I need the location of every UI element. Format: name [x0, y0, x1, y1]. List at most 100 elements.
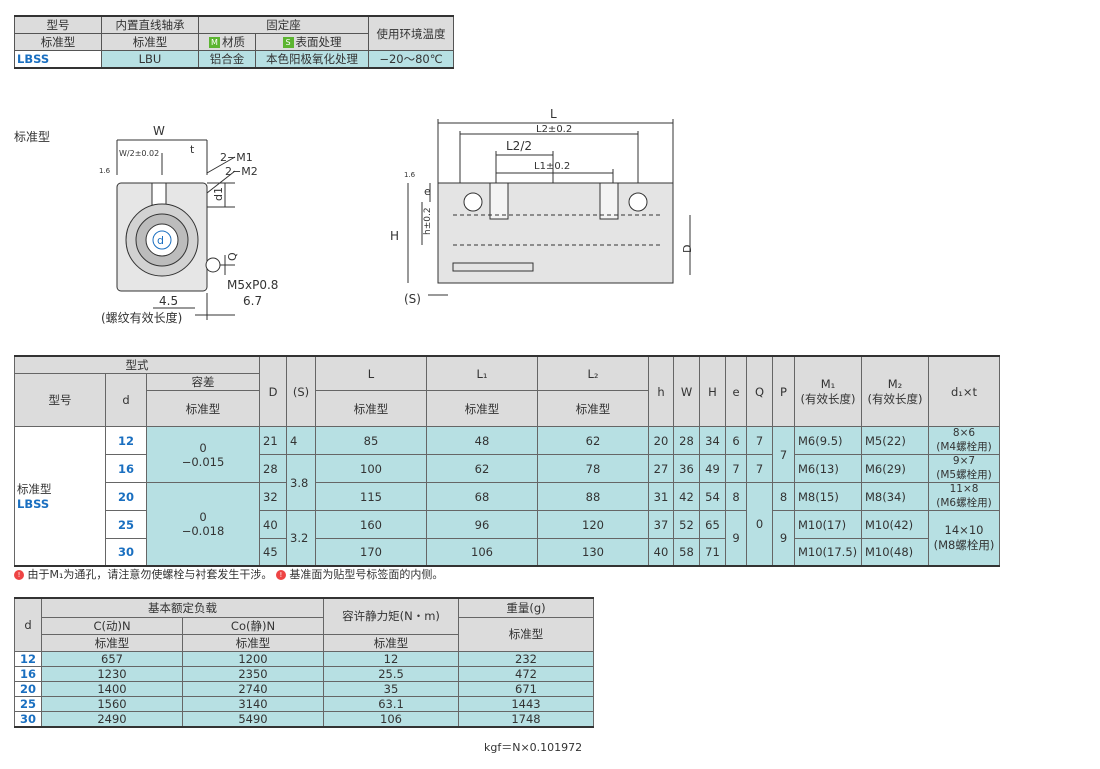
header-e: e — [725, 355, 747, 427]
load-torque: 63.1 — [323, 695, 459, 712]
row-e: 7 — [725, 454, 747, 483]
dim-M1: 2−M1 — [220, 151, 253, 164]
row-L1: 48 — [426, 426, 538, 455]
load-weight: 1443 — [458, 695, 594, 712]
row-e: 6 — [725, 426, 747, 455]
row-M2: M10(42) — [861, 510, 929, 539]
header-bearing: 内置直线轴承 — [101, 15, 199, 34]
row-L: 160 — [315, 510, 427, 539]
header-temp: 使用环境温度 — [368, 15, 454, 51]
row-d1t: 11×8(M6螺栓用) — [928, 482, 1000, 511]
row-W: 58 — [673, 538, 700, 566]
row-L2: 62 — [537, 426, 649, 455]
temp-value: −20～80℃ — [368, 50, 454, 69]
load-C0: 1200 — [182, 650, 324, 667]
header-torque-std: 标准型 — [323, 633, 459, 652]
note-line: ! 由于M₁为通孔，请注意勿使螺栓与衬套发生干涉。 ! 基准面为贴型号标签面的内… — [14, 566, 443, 582]
row-M1: M10(17) — [794, 510, 862, 539]
row-e: 8 — [725, 482, 747, 511]
row-M2: M8(34) — [861, 482, 929, 511]
dim-S: (S) — [404, 292, 421, 306]
header-L1-std: 标准型 — [426, 390, 538, 427]
surface-value: 本色阳极氧化处理 — [255, 50, 369, 69]
row-Q: 7 — [746, 454, 773, 483]
kgf-conversion: kgf＝N×0.101972 — [484, 741, 583, 754]
row-e: 9 — [725, 510, 747, 566]
row-L: 170 — [315, 538, 427, 566]
row-H: 65 — [699, 510, 726, 539]
row-W: 36 — [673, 454, 700, 483]
row-h: 37 — [648, 510, 674, 539]
row-D: 32 — [259, 482, 287, 511]
dim-M2: 2−M2 — [225, 165, 258, 178]
header-C0: Co(静)N — [182, 616, 324, 635]
header-C: C(动)N — [41, 616, 183, 635]
row-D: 45 — [259, 538, 287, 566]
dim-L2tol: L2±0.2 — [536, 124, 572, 135]
row-D: 21 — [259, 426, 287, 455]
row-P: 7 — [772, 426, 795, 483]
drawing-label: 标准型 — [14, 130, 51, 144]
row-L2: 88 — [537, 482, 649, 511]
tolerance-b: 0−0.018 — [146, 482, 260, 566]
load-d: 16 — [14, 665, 42, 682]
row-L1: 96 — [426, 510, 538, 539]
header-S: (S) — [286, 355, 316, 427]
load-weight: 671 — [458, 680, 594, 697]
dim-t: t — [190, 143, 195, 156]
row-M2: M6(29) — [861, 454, 929, 483]
row-W: 52 — [673, 510, 700, 539]
header-L-std: 标准型 — [315, 390, 427, 427]
load-C: 1230 — [41, 665, 183, 682]
load-C: 1400 — [41, 680, 183, 697]
row-H: 71 — [699, 538, 726, 566]
row-D: 40 — [259, 510, 287, 539]
row-D: 28 — [259, 454, 287, 483]
row-d: 12 — [105, 426, 147, 455]
row-d: 20 — [105, 482, 147, 511]
header-d1t: d₁×t — [928, 355, 1000, 427]
dim-D: D — [681, 245, 694, 253]
header-C0-std: 标准型 — [182, 633, 324, 652]
header-standard: 标准型 — [14, 33, 102, 51]
row-L1: 68 — [426, 482, 538, 511]
row-L: 115 — [315, 482, 427, 511]
load-torque: 106 — [323, 710, 459, 727]
header-fixed: 固定座 — [198, 15, 369, 34]
row-d: 16 — [105, 454, 147, 483]
header-Q: Q — [746, 355, 773, 427]
row-d: 25 — [105, 510, 147, 539]
dim-h: h±0.2 — [423, 207, 433, 235]
header-H: H — [699, 355, 726, 427]
row-L1: 62 — [426, 454, 538, 483]
header-P: P — [772, 355, 795, 427]
row-W: 28 — [673, 426, 700, 455]
side-view-drawing: L L2±0.2 L2/2 L1±0.2 H h±0.2 e D (S) 1.6 — [390, 107, 694, 306]
dimension-table: 型式 D (S) L L₁ L₂ h W H e Q P M₁(有效长度) M₂… — [14, 355, 1000, 567]
load-d: 20 — [14, 680, 42, 697]
row-M1: M6(13) — [794, 454, 862, 483]
row-L2: 130 — [537, 538, 649, 566]
load-weight: 1748 — [458, 710, 594, 727]
row-H: 49 — [699, 454, 726, 483]
roughness-2: 1.6 — [404, 171, 416, 179]
row-L2: 120 — [537, 510, 649, 539]
header-type: 型式 — [14, 355, 260, 374]
load-C: 2490 — [41, 710, 183, 727]
load-torque: 25.5 — [323, 665, 459, 682]
row-S: 3.8 — [286, 454, 316, 511]
row-L1: 106 — [426, 538, 538, 566]
row-h: 31 — [648, 482, 674, 511]
row-d1t: 9×7(M5螺栓用) — [928, 454, 1000, 483]
row-h: 20 — [648, 426, 674, 455]
row-P: 9 — [772, 510, 795, 566]
row-M1: M8(15) — [794, 482, 862, 511]
row-d: 30 — [105, 538, 147, 566]
row-S: 3.2 — [286, 510, 316, 566]
load-d: 12 — [14, 650, 42, 667]
row-M2: M10(48) — [861, 538, 929, 566]
header-M1: M₁(有效长度) — [794, 355, 862, 427]
